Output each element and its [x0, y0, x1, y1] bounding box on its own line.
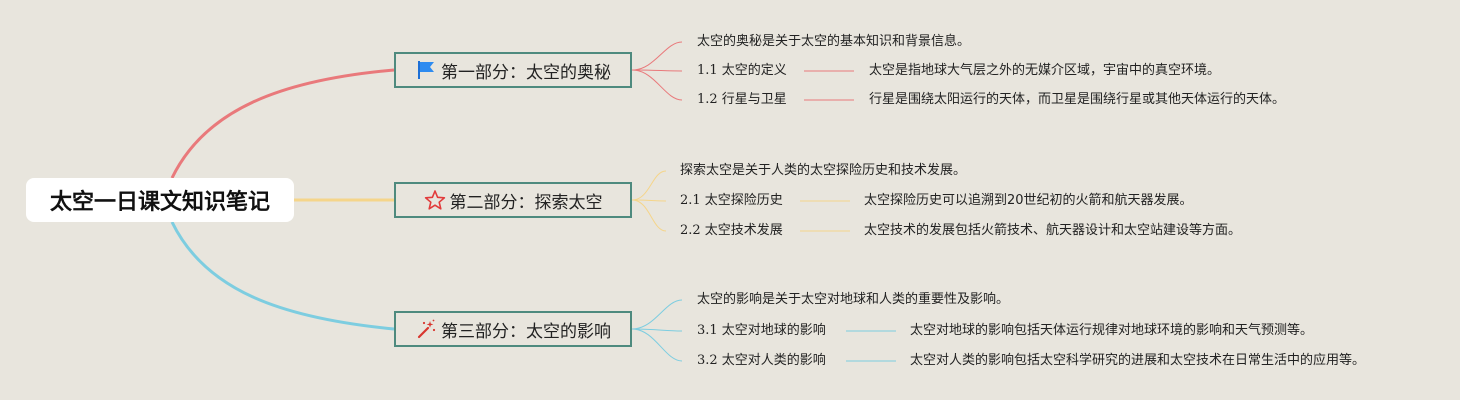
- section-1-item-1-label: 1.1 太空的定义: [697, 63, 787, 78]
- magic-wand-icon: [415, 318, 437, 340]
- section-1-summary: 太空的奥秘是关于太空的基本知识和背景信息。: [697, 34, 971, 49]
- flag-icon: [415, 59, 437, 81]
- connector-root-section-3: [170, 221, 395, 331]
- section-1-item-2-detail: 行星是围绕太阳运行的天体，而卫星是围绕行星或其他天体运行的天体。: [869, 92, 1286, 107]
- section-3-item-2-detail: 太空对人类的影响包括太空科学研究的进展和太空技术在日常生活中的应用等。: [910, 353, 1366, 368]
- section-3-item-2-label: 3.2 太空对人类的影响: [697, 353, 826, 368]
- section-2-item-2-detail: 太空技术的发展包括火箭技术、航天器设计和太空站建设等方面。: [864, 223, 1242, 238]
- section-2-fan: [631, 170, 850, 232]
- star-icon: [424, 189, 446, 211]
- section-node-2[interactable]: 第二部分：探索太空: [394, 182, 632, 218]
- section-1-item-1-detail: 太空是指地球大气层之外的无媒介区域，宇宙中的真空环境。: [869, 63, 1221, 78]
- section-3-fan: [631, 299, 896, 362]
- root-node[interactable]: 太空一日课文知识笔记: [26, 178, 294, 222]
- section-3-item-1-label: 3.1 太空对地球的影响: [697, 323, 826, 338]
- section-1-title: 第一部分：太空的奥秘: [441, 62, 611, 83]
- connector-root-section-1: [170, 68, 395, 179]
- section-2-summary: 探索太空是关于人类的太空探险历史和技术发展。: [680, 163, 967, 178]
- section-3-title: 第三部分：太空的影响: [441, 321, 611, 342]
- root-title: 太空一日课文知识笔记: [49, 190, 270, 215]
- section-2-item-2-label: 2.2 太空技术发展: [680, 223, 783, 238]
- section-2-title: 第二部分：探索太空: [449, 192, 603, 213]
- section-3-summary: 太空的影响是关于太空对地球和人类的重要性及影响。: [697, 292, 1010, 307]
- section-2-item-1-label: 2.1 太空探险历史: [680, 193, 783, 208]
- section-node-3[interactable]: 第三部分：太空的影响: [394, 311, 632, 347]
- section-2-item-1-detail: 太空探险历史可以追溯到20世纪初的火箭和航天器发展。: [864, 193, 1193, 208]
- section-1-fan: [631, 41, 854, 101]
- section-3-item-1-detail: 太空对地球的影响包括天体运行规律对地球环境的影响和天气预测等。: [910, 323, 1314, 338]
- section-1-item-2-label: 1.2 行星与卫星: [697, 92, 787, 107]
- section-node-1[interactable]: 第一部分：太空的奥秘: [394, 52, 632, 88]
